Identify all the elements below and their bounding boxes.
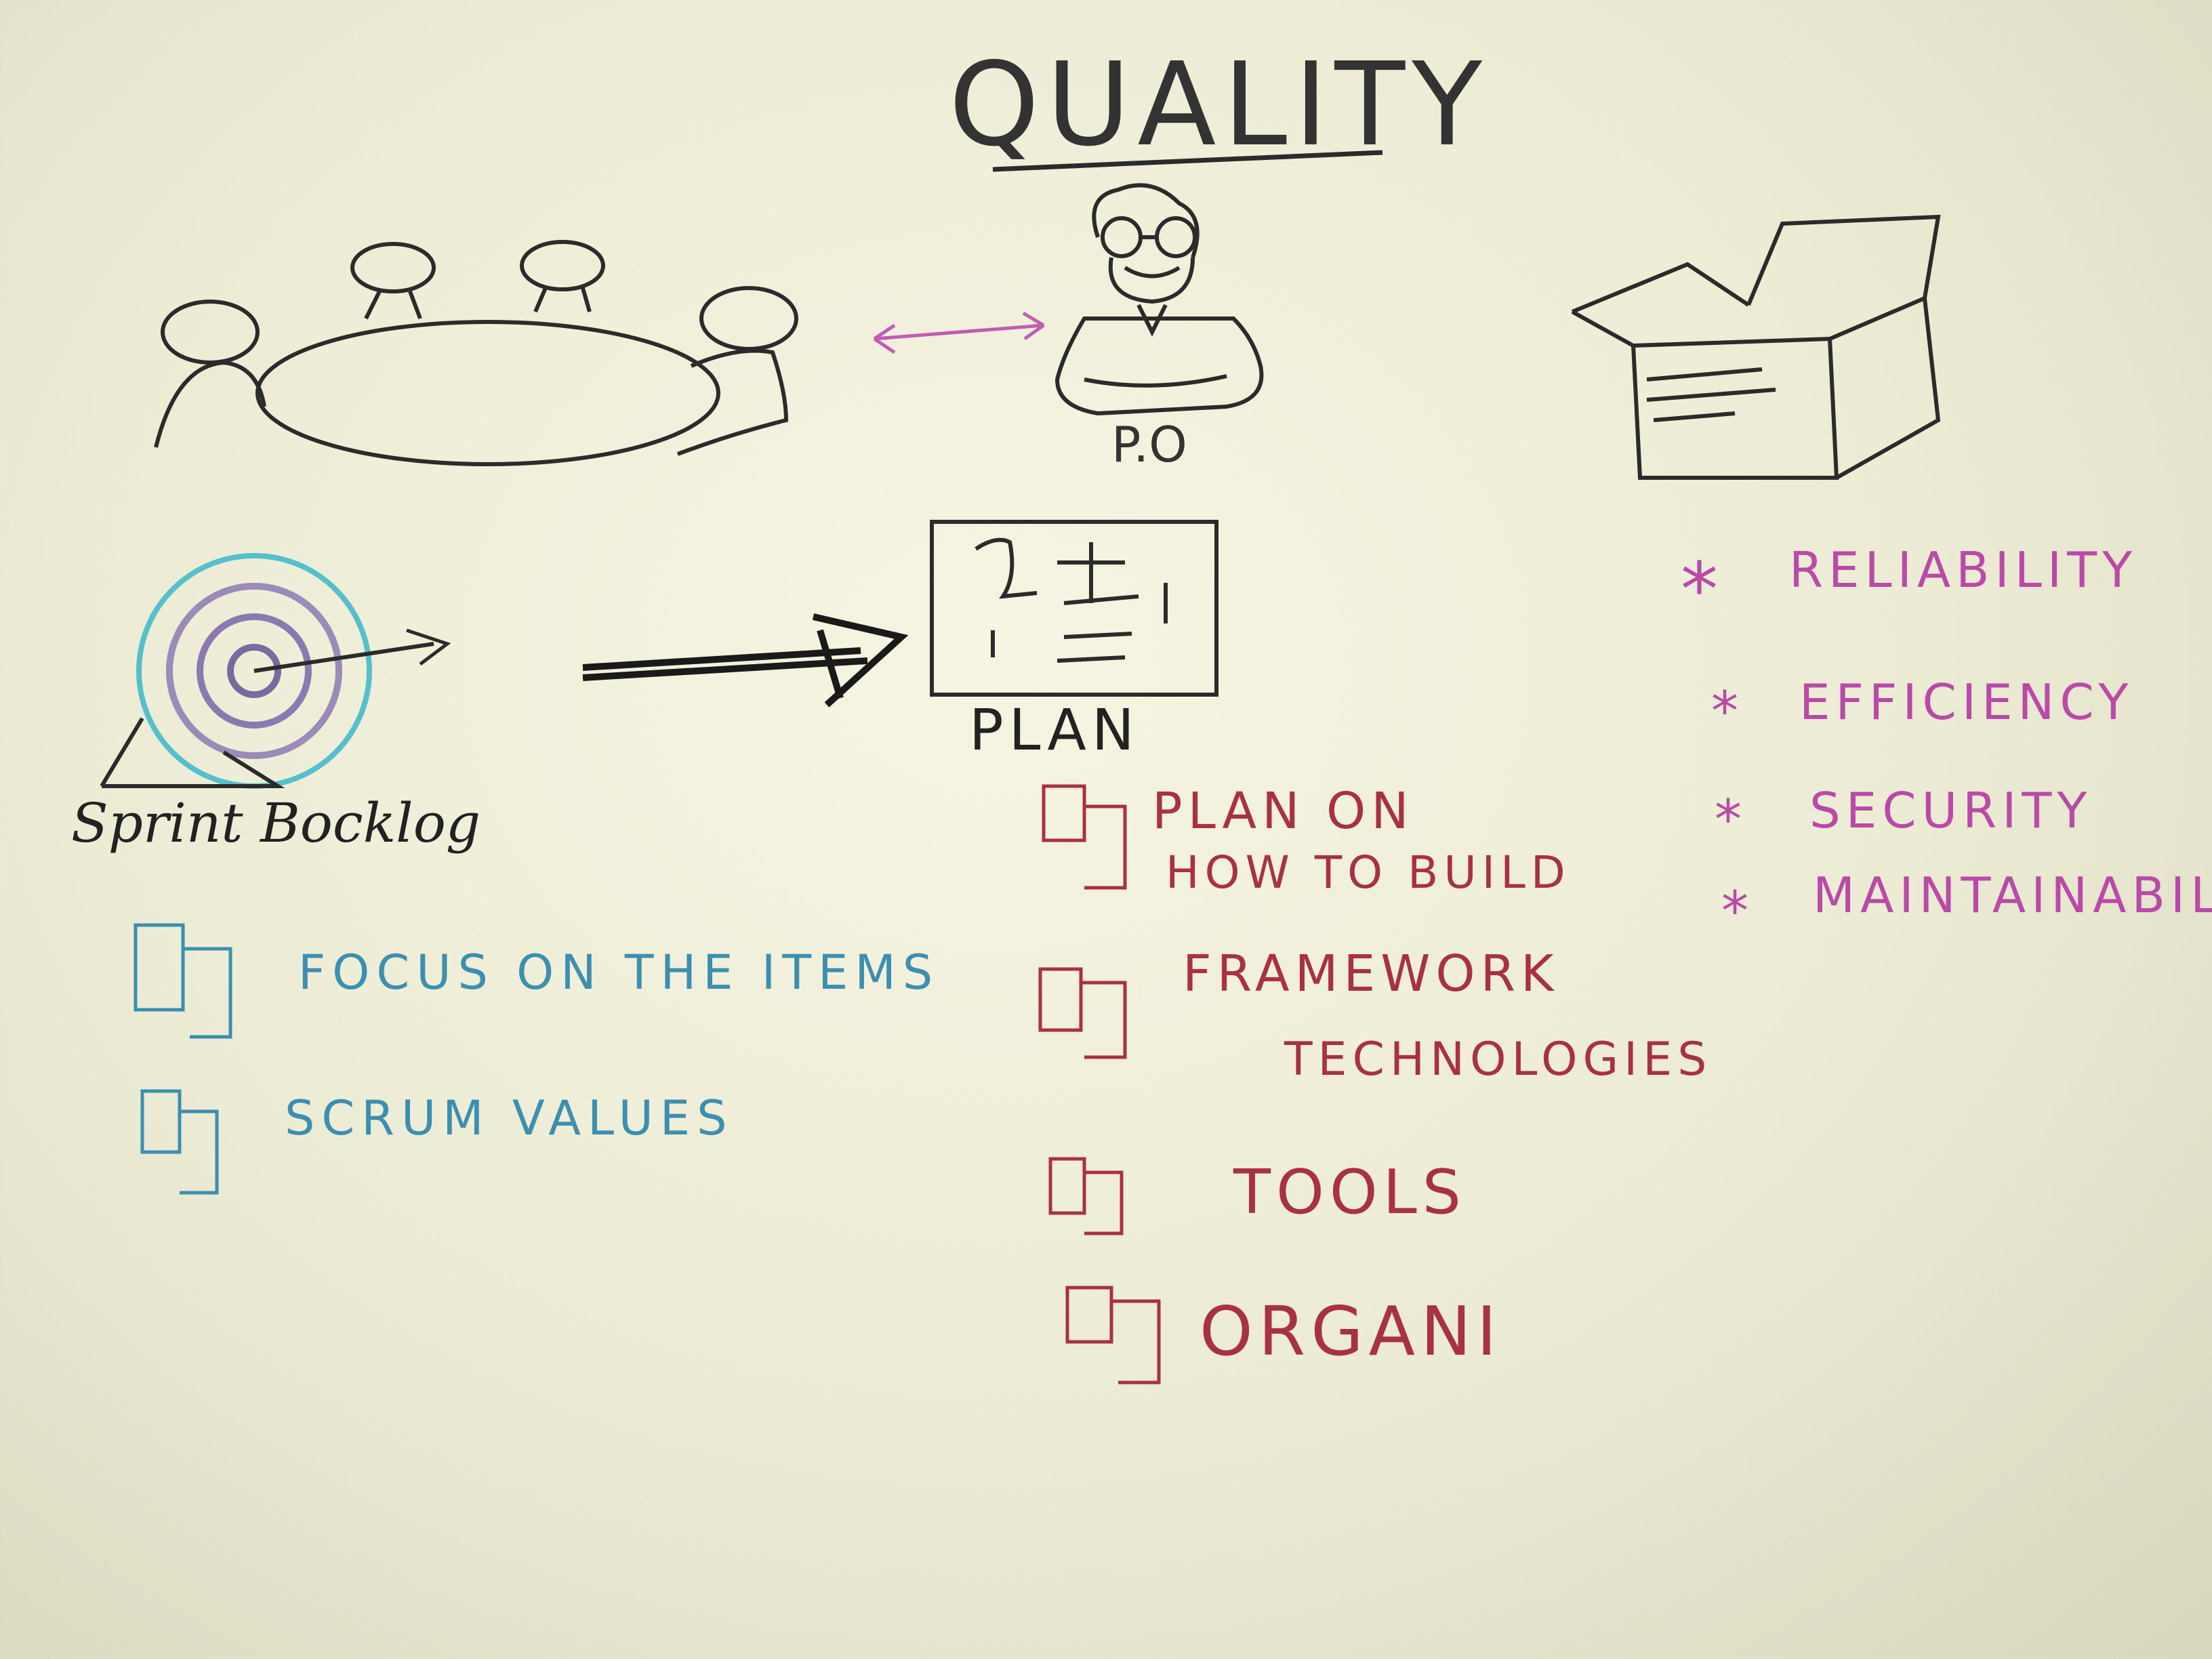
double-arrow-icon: [873, 311, 1045, 354]
page-title: QUALITY: [949, 38, 1490, 172]
bullet-star-icon: *: [1721, 880, 1748, 943]
red-checkbox-icons: [1038, 784, 1161, 1385]
target-icon: [100, 553, 451, 789]
product-owner-icon: [1054, 183, 1264, 416]
plan-item-plan-on: PLAN ON: [1152, 782, 1414, 840]
plan-item-framework: FRAMEWORK: [1183, 945, 1559, 1003]
plan-item-organi: ORGANI: [1200, 1292, 1502, 1371]
plan-label: PLAN: [969, 697, 1140, 763]
left-item-scrum-values: SCRUM VALUES: [285, 1090, 734, 1146]
title-underline: [992, 150, 1383, 172]
attribute-efficiency: EFFICIENCY: [1799, 674, 2134, 731]
arrow-to-plan-icon: [582, 613, 909, 708]
attribute-maintainability: MAINTAINABILI: [1813, 867, 2212, 924]
plan-board-icon: [930, 520, 1218, 697]
attribute-security: SECURITY: [1809, 782, 2093, 839]
plan-item-technologies: TECHNOLOGIES: [1284, 1033, 1713, 1086]
bullet-star-icon: *: [1715, 788, 1742, 851]
sprint-backlog-label: Sprint Bocklog: [71, 792, 481, 855]
open-box-icon: [1571, 214, 1941, 480]
product-owner-label: P.O: [1111, 416, 1187, 473]
bullet-star-icon: *: [1681, 546, 1718, 633]
blue-checkbox-icons: [134, 923, 232, 1195]
plan-item-tools: TOOLS: [1233, 1157, 1467, 1228]
bullet-star-icon: *: [1711, 680, 1738, 743]
attribute-reliability: RELIABILITY: [1789, 541, 2138, 598]
plan-item-how-to-build: HOW TO BUILD: [1166, 846, 1571, 899]
left-item-focus: FOCUS ON THE ITEMS: [298, 945, 940, 1000]
meeting-table-icon: [154, 240, 798, 466]
